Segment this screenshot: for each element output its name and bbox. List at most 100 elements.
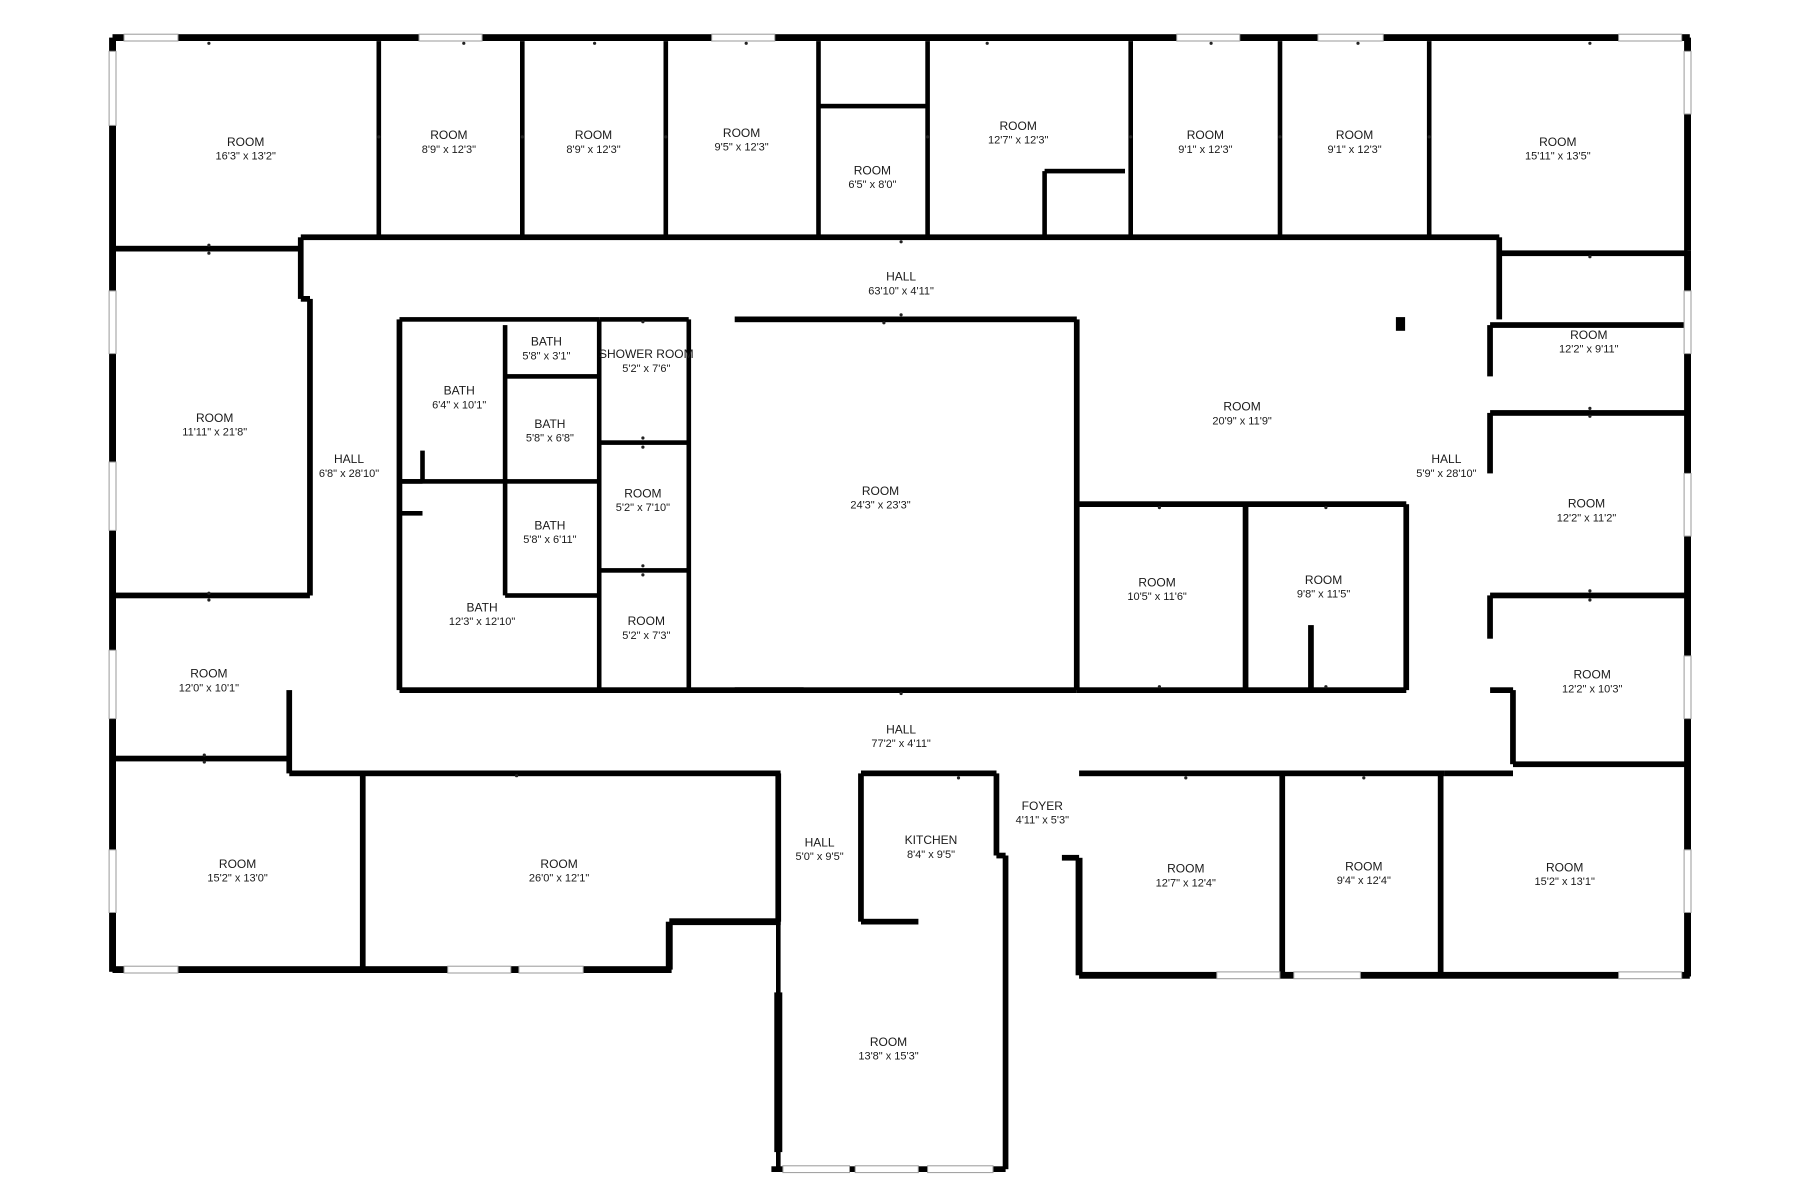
wall-segment [1076,687,1407,693]
wall-segment [1490,322,1688,328]
door-marker [1588,41,1592,45]
door-marker [641,573,645,577]
wall-segment [112,34,1690,41]
room-dimensions: 5'8" x 6'8" [526,432,574,444]
door-marker [664,135,668,139]
room-dimensions: 13'8" x 15'3" [858,1051,918,1063]
door-marker [956,776,961,780]
wall-segment [599,440,689,445]
door-marker [641,436,645,440]
wall-segment [669,918,781,926]
wall-segment [1061,854,1080,861]
wall-segment [774,992,783,1153]
door-marker [207,243,211,247]
room-dimensions: 9'4" x 12'4" [1337,875,1391,887]
wall-segment [599,568,689,573]
wall-segment [399,479,423,484]
room-name: ROOM [624,486,661,500]
wall-segment [1490,592,1688,599]
door-marker [520,135,524,139]
room-name: BATH [467,600,498,614]
window [123,33,179,42]
room-dimensions: 20'9" x 11'9" [1212,415,1272,427]
room-dimensions: 5'2" x 7'6" [622,363,670,375]
wall-segment [1513,761,1688,768]
wall-segment [112,592,310,599]
room-name: HALL [1431,452,1461,466]
room-dimensions: 5'0" x 9'5" [796,851,844,863]
room-name: ROOM [628,614,665,628]
walls [109,34,1691,1172]
wall-segment [993,773,1000,856]
door-marker [1157,685,1161,689]
room-name: ROOM [540,857,577,871]
wall-segment [112,966,672,973]
room-dimensions: 5'2" x 7'10" [616,502,670,514]
room-dimensions: 4'11" x 5'3" [1016,815,1069,827]
wall-segment [1403,504,1410,691]
window [418,33,483,42]
room-dimensions: 6'4" x 10'1" [432,399,486,411]
wall-segment [1684,251,1691,977]
wall-segment [1242,504,1249,691]
window [1176,33,1241,42]
wall-segment [505,374,600,379]
room-label-hall3: HALL 5'9" x 28'10" [1416,452,1476,480]
room-dimensions: 8'9" x 12'3" [566,144,620,156]
wall-segment [775,773,782,922]
room-name: ROOM [196,411,233,425]
wall-segment [1277,41,1283,240]
wall-segment [858,773,864,922]
wall-segment [734,316,1077,323]
room-name: BATH [444,384,475,398]
door-marker [377,135,381,139]
wall-segment [300,296,310,302]
wall-segment [1073,319,1080,691]
wall-segment [376,41,382,240]
wall-segment [663,41,669,240]
room-name: ROOM [862,484,899,498]
room-dimensions: 6'5" x 8'0" [848,179,896,191]
wall-segment [399,511,423,516]
wall-segment [861,770,997,777]
room-name: ROOM [1223,400,1260,414]
door-marker [202,760,206,764]
room-dimensions: 5'9" x 28'10" [1416,468,1476,480]
room-dimensions: 12'2" x 9'11" [1559,344,1619,356]
wall-segment [112,755,290,762]
room-name: ROOM [1138,575,1175,589]
room-dimensions: 11'11" x 21'8" [182,427,247,439]
room-dimensions: 8'9" x 12'3" [422,144,476,156]
room-dimensions: 9'5" x 12'3" [714,142,768,154]
room-name: ROOM [1574,668,1611,682]
wall-segment [1279,773,1286,976]
wall-segment [1002,855,1009,1170]
door-marker [1588,255,1592,259]
door-marker [1184,776,1188,780]
wall-segment [1496,237,1503,320]
wall-segment [816,41,821,240]
room-name: BATH [534,417,565,431]
wall-segment [1076,501,1407,507]
wall-segment [1487,412,1493,474]
room-name: BATH [534,518,565,532]
door-marker [1324,685,1328,689]
room-name: ROOM [723,126,760,140]
room-name: SHOWER ROOM [599,347,694,361]
door-marker [207,251,211,255]
wall-segment [300,234,1500,241]
room-dimensions: 9'1" x 12'3" [1327,144,1381,156]
room-dimensions: 15'2" x 13'1" [1535,876,1595,888]
window [1683,655,1692,720]
room-dimensions: 9'8" x 11'5" [1297,589,1350,601]
